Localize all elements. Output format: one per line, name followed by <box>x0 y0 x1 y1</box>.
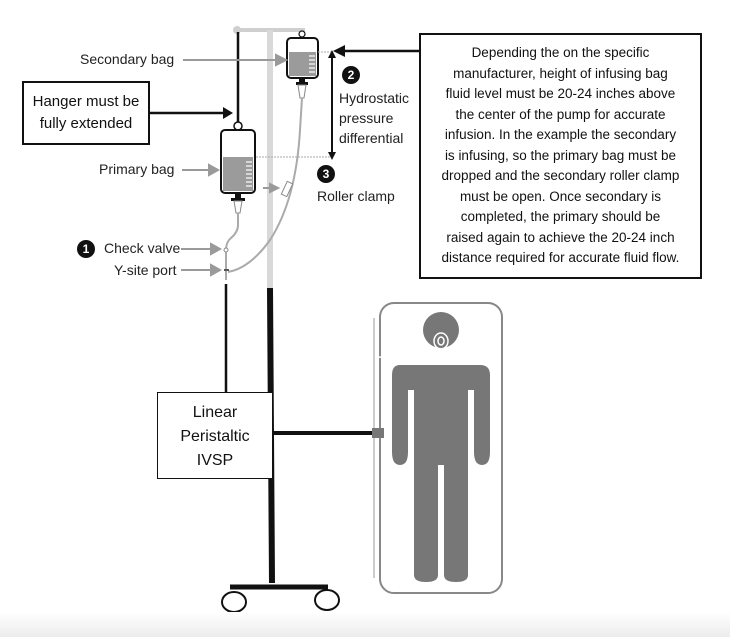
callout-arrows <box>181 53 289 277</box>
pump-line-1: Linear <box>192 404 238 421</box>
pump-line-3: IVSP <box>196 452 234 469</box>
hydrostatic-line-2: pressure <box>339 110 394 126</box>
hydrostatic-line-1: Hydrostatic <box>339 90 410 106</box>
primary-bag <box>220 129 256 214</box>
y-site-port-label: Y-site port <box>114 262 177 278</box>
marker-check-valve: 1 <box>77 240 95 258</box>
hydrostatic-label: Hydrostatic pressure differential <box>339 88 409 148</box>
primary-tubing <box>225 213 239 280</box>
secondary-bag <box>286 30 319 99</box>
note-line: Depending the on the specific <box>471 45 650 60</box>
roller-clamp <box>280 180 294 198</box>
roller-clamp-label: Roller clamp <box>317 188 395 204</box>
hanger-note-box: Hanger must be fully extended <box>22 81 150 145</box>
marker-roller-clamp: 3 <box>317 165 335 183</box>
marker-hydrostatic: 2 <box>342 66 360 84</box>
hanger-note-line-1: Hanger must be <box>32 93 140 110</box>
pump-line-2: Peristaltic <box>180 428 250 445</box>
secondary-bag-label: Secondary bag <box>80 51 175 67</box>
patient-figure <box>392 312 490 582</box>
note-line: the center of the pump for accurate <box>455 106 666 122</box>
note-line: must be open. Once secondary is <box>459 188 662 204</box>
primary-bag-label: Primary bag <box>99 161 175 177</box>
pump-box: Linear Peristaltic IVSP <box>157 392 273 479</box>
pole-wheels <box>221 589 340 613</box>
hydrostatic-line-3: differential <box>339 130 404 146</box>
check-valve-label: Check valve <box>104 240 181 256</box>
note-line: distance required for accurate fluid flo… <box>441 250 680 265</box>
oxygen-mask <box>376 332 449 361</box>
note-line: fluid level must be 20-24 inches above <box>445 86 676 101</box>
hanger-note-line-2: fully extended <box>39 115 133 132</box>
note-line: dropped and the secondary roller clamp <box>441 168 680 183</box>
note-line: raised again to achieve the 20-24 inch <box>446 229 675 245</box>
hydrostatic-differential-arrow <box>256 50 336 160</box>
secondary-tubing <box>227 97 303 273</box>
note-line: manufacturer, height of infusing bag <box>453 65 668 81</box>
note-line: completed, the primary should be <box>460 209 661 224</box>
bottom-fade <box>0 612 730 637</box>
instruction-note-box: Depending the on the specific manufactur… <box>419 33 702 279</box>
note-line: is infusing, so the primary bag must be <box>444 147 677 163</box>
note-line: infusion. In the example the secondary <box>444 127 677 142</box>
check-valve <box>223 247 229 253</box>
iv-line-connector <box>372 428 384 438</box>
pointer-arrows <box>150 45 420 119</box>
